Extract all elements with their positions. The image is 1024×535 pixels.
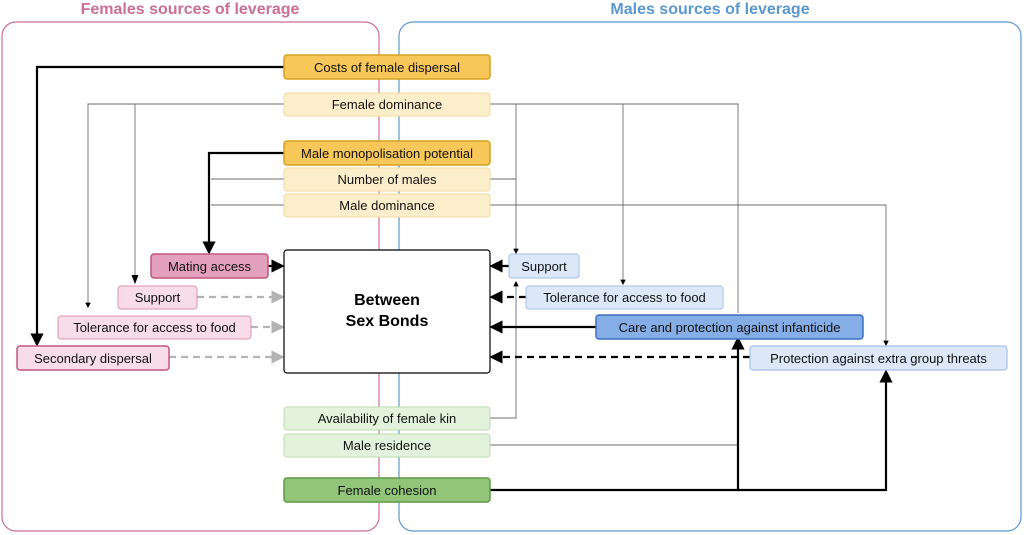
- node-number-of-males: Number of males: [283, 167, 491, 192]
- dashed-black-connectors: [489, 290, 750, 364]
- node-tolerance-male: Tolerance for access to food: [525, 285, 724, 310]
- svg-text:Support: Support: [521, 259, 567, 274]
- center-line-1: Between: [354, 292, 420, 309]
- svg-text:Male dominance: Male dominance: [339, 198, 434, 213]
- node-male-monopolisation-potential: Male monopolisation potential: [283, 140, 491, 166]
- svg-text:Care and protection against in: Care and protection against infanticide: [619, 320, 841, 335]
- svg-text:Number of males: Number of males: [338, 172, 437, 187]
- svg-text:Costs of female dispersal: Costs of female dispersal: [314, 60, 460, 75]
- svg-text:Protection against extra group: Protection against extra group threats: [770, 351, 987, 366]
- thick-connectors: [30, 65, 893, 492]
- node-support-female: Support: [117, 285, 198, 310]
- svg-text:Availability of female kin: Availability of female kin: [318, 411, 457, 426]
- center-line-2: Sex Bonds: [346, 313, 429, 330]
- node-costs-female-dispersal: Costs of female dispersal: [283, 54, 491, 80]
- node-male-residence: Male residence: [283, 433, 491, 458]
- node-male-dominance: Male dominance: [283, 193, 491, 218]
- node-support-male: Support: [508, 253, 580, 279]
- svg-text:Female cohesion: Female cohesion: [338, 483, 437, 498]
- svg-text:Support: Support: [135, 290, 181, 305]
- node-mating-access: Mating access: [150, 253, 269, 279]
- node-female-cohesion: Female cohesion: [283, 477, 491, 503]
- svg-text:Tolerance for access to food: Tolerance for access to food: [543, 290, 706, 305]
- thin-connectors: [85, 103, 889, 446]
- svg-text:Secondary dispersal: Secondary dispersal: [34, 351, 152, 366]
- males-panel-title: Males sources of leverage: [610, 1, 809, 18]
- node-tolerance-female: Tolerance for access to food: [57, 315, 252, 340]
- dashed-grey-connectors: [169, 290, 285, 364]
- males-panel: [398, 21, 1022, 532]
- node-care-protection-infanticide: Care and protection against infanticide: [595, 314, 864, 340]
- svg-text:Female dominance: Female dominance: [332, 97, 443, 112]
- node-availability-female-kin: Availability of female kin: [283, 406, 491, 431]
- node-protection-extra-group-threats: Protection against extra group threats: [749, 345, 1008, 371]
- svg-text:Male residence: Male residence: [343, 438, 431, 453]
- node-female-dominance: Female dominance: [283, 92, 491, 117]
- svg-text:Male monopolisation potential: Male monopolisation potential: [301, 146, 473, 161]
- node-secondary-dispersal: Secondary dispersal: [16, 345, 170, 371]
- females-panel-title: Females sources of leverage: [81, 1, 300, 18]
- svg-text:Mating access: Mating access: [168, 259, 252, 274]
- between-sex-bonds-box: Between Sex Bonds: [283, 249, 491, 374]
- svg-text:Tolerance for access to food: Tolerance for access to food: [73, 320, 236, 335]
